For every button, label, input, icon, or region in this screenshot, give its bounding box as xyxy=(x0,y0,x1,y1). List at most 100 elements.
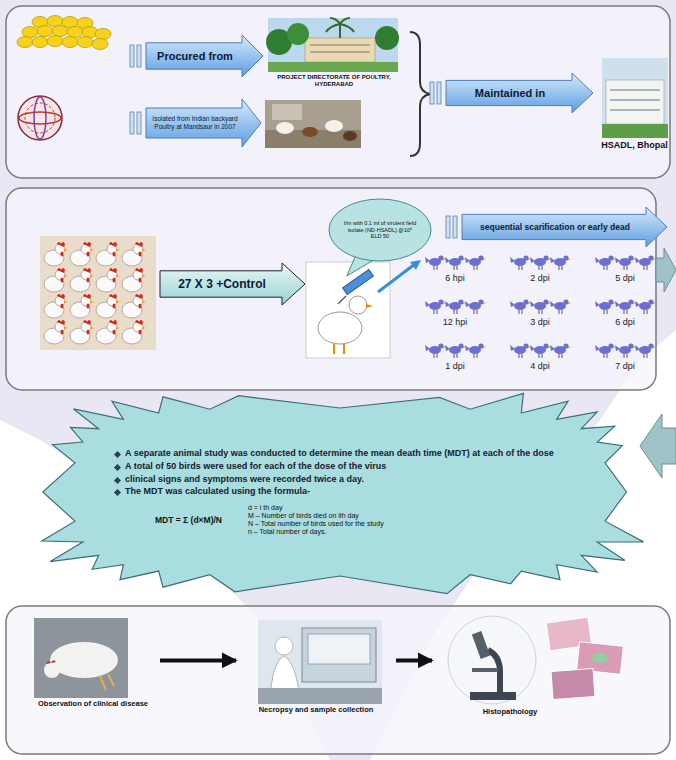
backyard-poultry-photo xyxy=(276,122,294,134)
virus-icon xyxy=(18,96,62,140)
panel-frame xyxy=(6,606,670,754)
photo-caption-box: PROJECT DIRECTORATE OF POULTRY, HYDERABA… xyxy=(262,14,406,100)
egg-pile xyxy=(52,26,68,37)
panel-frame xyxy=(6,6,670,754)
bullet-mark xyxy=(114,464,121,471)
flock-photo xyxy=(44,268,68,292)
lab-photo xyxy=(302,628,376,682)
speech-bubble: I/m with 0.1 ml of virulent field isolat… xyxy=(328,198,432,262)
inoculation-picture xyxy=(318,312,362,344)
flock-photo xyxy=(122,320,146,344)
pause-bars xyxy=(446,216,450,238)
pause-bars xyxy=(453,216,457,238)
directorate-photo xyxy=(268,62,398,72)
bird-grid xyxy=(595,255,616,270)
block-arrow: 27 X 3 +Control xyxy=(160,262,306,306)
directorate-photo xyxy=(287,23,309,45)
bracket xyxy=(410,32,430,156)
photo-caption: Observation of clinical disease xyxy=(26,700,160,709)
text-area: Necropsy and sample collection xyxy=(236,706,396,715)
bird-grid xyxy=(425,299,446,314)
text-area: sequential scarification or early dead xyxy=(468,222,642,232)
flock-photo xyxy=(44,242,68,266)
bird-grid xyxy=(550,343,571,358)
bird-grid xyxy=(445,343,466,358)
dead-bird-photo xyxy=(100,674,114,690)
photo-caption-box-outline xyxy=(26,614,160,730)
photo-caption: Histopathology xyxy=(432,708,588,717)
flow-connector xyxy=(160,658,236,662)
hsadl-photo xyxy=(606,80,664,124)
bullet-row: A separate animal study was conducted to… xyxy=(115,448,565,459)
flow-connector xyxy=(396,658,432,662)
formula-legend: d = i th day xyxy=(248,504,384,512)
bubble-text: I/m with 0.1 ml of virulent field isolat… xyxy=(342,220,418,239)
text-area: PROJECT DIRECTORATE OF POULTRY, HYDERABA… xyxy=(262,74,406,88)
egg-pile xyxy=(67,27,83,38)
dead-bird-photo xyxy=(34,618,128,698)
text-area: A separate animal study was conducted to… xyxy=(115,424,565,560)
bird-grid xyxy=(615,343,636,358)
arrow-shape xyxy=(146,35,263,77)
egg-pile xyxy=(22,27,38,38)
directorate-photo xyxy=(326,18,354,38)
egg-pile xyxy=(37,26,53,37)
flock-photo xyxy=(40,236,156,350)
block-arrow: sequential scarification or early dead xyxy=(462,206,668,248)
pause-bars xyxy=(430,82,434,104)
formula-block: MDT = Σ (d×M)/N xyxy=(155,515,222,525)
time-label: 1 dpi xyxy=(445,362,465,372)
dead-bird-photo xyxy=(34,618,128,698)
flock-photo xyxy=(70,294,94,318)
hsadl-photo xyxy=(610,90,660,110)
bird-grid xyxy=(510,299,531,314)
photo-caption-box: Observation of clinical disease xyxy=(26,614,160,730)
microscope-picture xyxy=(472,668,498,672)
time-label: 6 dpi xyxy=(615,318,635,328)
time-label: 7 dpi xyxy=(615,362,635,372)
lab-photo xyxy=(258,620,382,704)
flock-photo xyxy=(122,268,146,292)
directorate-photo xyxy=(375,26,399,50)
bird-grid xyxy=(425,343,446,358)
bracket xyxy=(410,32,430,156)
inoculation-picture xyxy=(349,296,367,314)
inoculation-picture xyxy=(338,296,346,304)
text-area: HSADL, Bhopal xyxy=(597,140,672,151)
bird-grid xyxy=(465,255,486,270)
note-bullet: A separate animal study was conducted to… xyxy=(125,448,554,459)
pause-bars xyxy=(137,112,141,134)
hsadl-photo xyxy=(602,124,668,138)
egg-pile xyxy=(17,37,33,48)
time-label: 5 dpi xyxy=(615,274,635,284)
photo-caption-box: HSADL, Bhopal xyxy=(597,52,672,168)
lab-photo xyxy=(258,688,382,704)
inoculation-picture xyxy=(334,344,344,354)
injection-arrow xyxy=(378,264,415,292)
arrow-shape xyxy=(462,207,667,247)
inoculation-picture xyxy=(343,270,374,295)
formula-row: MDT = Σ (d×M)/Nd = i th dayM – Number of… xyxy=(115,504,565,537)
egg-pile xyxy=(77,37,93,48)
time-label: 6 hpi xyxy=(445,274,465,284)
pause-bars xyxy=(130,45,134,67)
bullet-row: A total of 50 birds were used for each o… xyxy=(115,461,565,472)
egg-pile xyxy=(95,29,111,40)
bullet-mark xyxy=(114,476,121,483)
bird-grid xyxy=(445,255,466,270)
egg-pile xyxy=(62,37,78,48)
microscope-picture xyxy=(448,616,536,704)
backyard-poultry-photo xyxy=(343,131,357,141)
directorate-photo xyxy=(305,38,375,62)
text-area: I/m with 0.1 ml of virulent field isolat… xyxy=(342,220,418,239)
time-label: 3 dpi xyxy=(530,318,550,328)
bird-grid xyxy=(530,343,551,358)
inoculation-picture xyxy=(306,262,390,358)
bird-grid xyxy=(635,343,656,358)
starburst-shape xyxy=(42,393,644,593)
note-bullet: A total of 50 birds were used for each o… xyxy=(125,461,386,472)
